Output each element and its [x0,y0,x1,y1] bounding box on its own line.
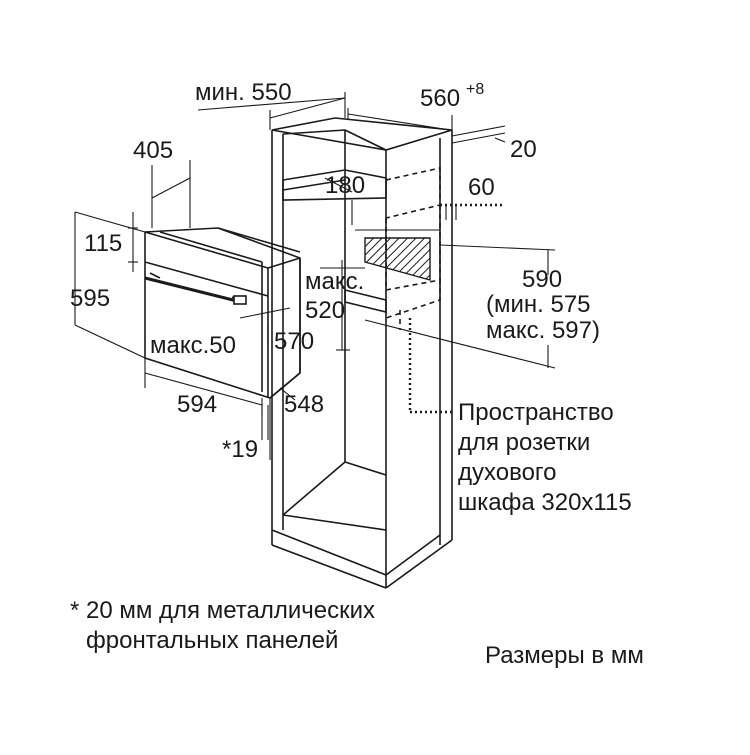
footnote-line-1: * 20 мм для металлических [70,597,375,624]
label-20: 20 [510,136,537,163]
label-595: 595 [70,285,110,312]
label-405: 405 [133,137,173,164]
footnote: * 20 мм для металлических фронтальных па… [70,597,375,654]
label-min-550: мин. 550 [195,79,292,106]
dimension-lines [74,92,556,460]
label-19: *19 [222,436,258,463]
label-520: 520 [305,297,345,324]
dimension-labels: мин. 550 560 +8 20 405 180 60 115 595 ма… [70,79,600,463]
label-min-575: (мин. 575 [486,291,591,318]
oven-drawing [144,227,301,399]
socket-note-line-1: Пространство [458,399,614,426]
label-548: 548 [284,391,324,418]
label-115: 115 [84,230,122,257]
label-570: 570 [274,328,314,355]
socket-note-line-2: для розетки [458,429,590,456]
cabinet-drawing [271,117,453,589]
socket-note-line-4: шкафа 320x115 [458,489,632,516]
socket-note-line-3: духового [458,459,556,486]
label-maks: макс. [305,268,364,295]
units-note: Размеры в мм [485,642,644,669]
label-max-50: макс.50 [150,332,236,359]
label-560: 560 [420,85,460,112]
label-max-597: макс. 597) [486,317,600,344]
footnote-line-2: фронтальных панелей [86,627,338,654]
label-180: 180 [325,172,365,199]
label-594: 594 [177,391,217,418]
label-560-superscript: +8 [466,81,484,98]
label-590: 590 [522,266,562,293]
label-60: 60 [468,174,495,201]
socket-note: Пространство для розетки духового шкафа … [458,399,632,516]
